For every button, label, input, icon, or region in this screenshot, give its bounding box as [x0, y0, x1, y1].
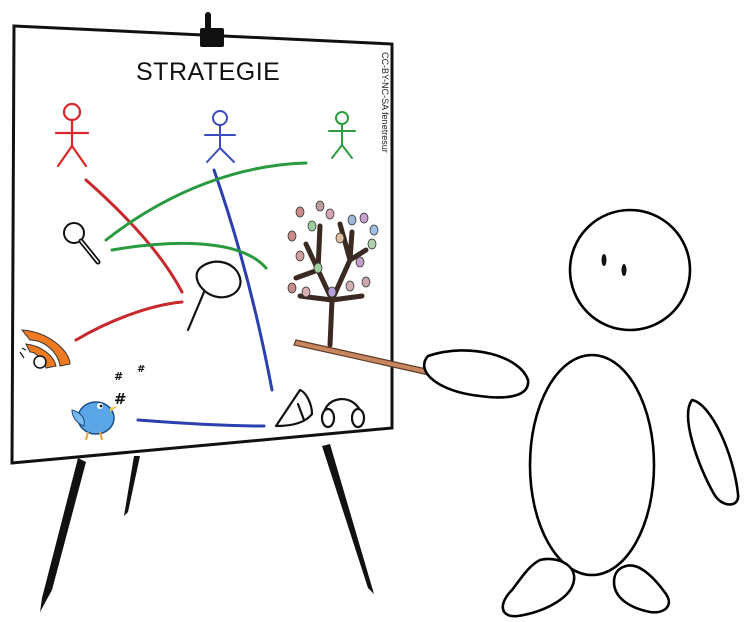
board-clip-icon [200, 12, 224, 47]
person-red-icon [54, 102, 90, 168]
svg-text:#: # [137, 364, 145, 375]
tree-icon [287, 200, 379, 348]
board-title: STRATEGIE [136, 58, 280, 86]
connection-lines [74, 161, 308, 428]
person-blue-icon [204, 110, 236, 163]
rss-icon [19, 329, 71, 369]
character-eye-right [621, 264, 627, 276]
megaphone-icon [274, 388, 314, 428]
butterfly-net-icon [186, 260, 242, 332]
character-arm-right [686, 398, 740, 506]
svg-text:#: # [114, 390, 127, 408]
presenter-character [422, 208, 740, 618]
easel-legs [40, 444, 374, 612]
bird-icon [71, 401, 118, 441]
headphones-icon [320, 398, 366, 429]
character-arm-left [422, 349, 530, 399]
svg-text:#: # [114, 370, 123, 383]
magnifier-icon [63, 222, 101, 265]
character-head [568, 208, 692, 332]
character-body [528, 353, 656, 577]
character-foot-left [501, 557, 576, 618]
hashtag-icon: # # # [114, 364, 145, 408]
person-green-icon [328, 111, 356, 159]
character-eye-left [601, 254, 607, 266]
credit-text: CC-BY-NC-SA fenetresur [380, 52, 390, 153]
character-foot-right [612, 564, 671, 614]
